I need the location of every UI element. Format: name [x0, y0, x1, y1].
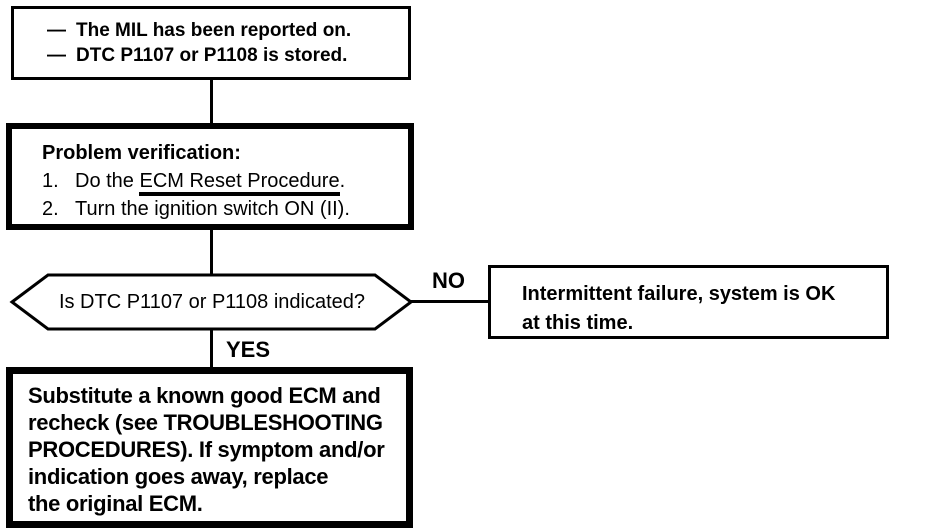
decision-hexagon-shape [9, 273, 414, 331]
verification-title: Problem verification: [42, 142, 241, 164]
start-condition-box: — The MIL has been reported on. — DTC P1… [11, 6, 411, 80]
step-text: Turn the ignition switch ON (II). [75, 198, 350, 220]
verification-step-2: 2. Turn the ignition switch ON (II). [42, 195, 408, 223]
intermittent-failure-box: Intermittent failure, system is OK at th… [488, 265, 889, 339]
action-text-line: PROCEDURES). If symptom and/or [28, 437, 385, 462]
yes-branch-label: YES [226, 337, 271, 362]
step-number: 1. [42, 170, 59, 192]
result-text-line: Intermittent failure, system is OK [522, 283, 836, 305]
problem-verification-box: Problem verification: 1. Do the ECM Rese… [6, 123, 414, 230]
action-text-line: Substitute a known good ECM and [28, 383, 381, 408]
dash-bullet: — [47, 45, 66, 66]
step-text-pre: Do the [75, 170, 140, 192]
step-text: Do the ECM Reset Procedure. [75, 167, 346, 196]
dash-bullet: — [47, 20, 66, 41]
action-text-line: indication goes away, replace [28, 464, 329, 489]
result-text-line: at this time. [522, 312, 634, 334]
step-text-post: . [339, 170, 346, 192]
verification-step-1: 1. Do the ECM Reset Procedure. [42, 167, 408, 196]
no-branch-label: NO [432, 268, 465, 293]
step-number: 2. [42, 198, 59, 220]
substitute-ecm-box: Substitute a known good ECM and recheck … [6, 367, 413, 528]
condition-text: DTC P1107 or P1108 is stored. [76, 45, 348, 66]
condition-text: The MIL has been reported on. [76, 20, 352, 41]
decision-question: Is DTC P1107 or P1108 indicated? [58, 290, 366, 313]
ecm-reset-procedure-reference: ECM Reset Procedure [139, 170, 340, 196]
condition-line: — DTC P1107 or P1108 is stored. [47, 43, 408, 68]
condition-line: — The MIL has been reported on. [47, 18, 408, 43]
action-text-line: the original ECM. [28, 491, 203, 516]
action-text-line: recheck (see TROUBLESHOOTING [28, 410, 383, 435]
